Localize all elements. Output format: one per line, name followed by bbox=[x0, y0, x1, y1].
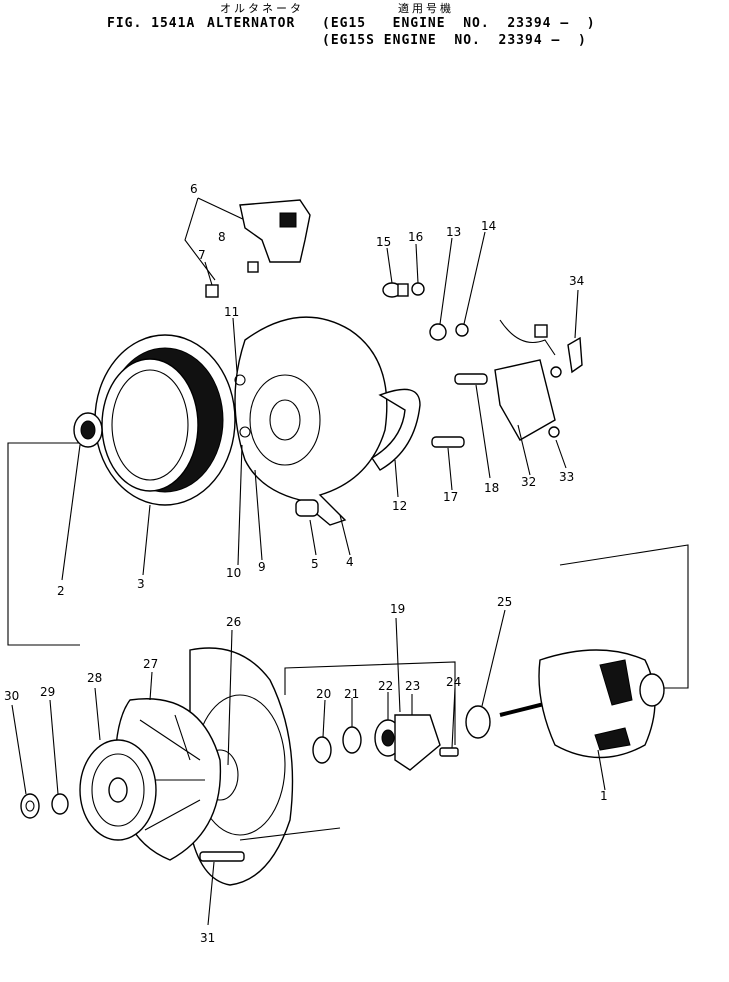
callout-label: 15 bbox=[376, 235, 391, 249]
applicability-line-1: (EG15 ENGINE NO. 23394 — ) bbox=[322, 16, 596, 31]
brush-part bbox=[205, 261, 259, 298]
callout-label: 32 bbox=[521, 475, 536, 489]
assembly-bracket-left bbox=[7, 442, 80, 646]
callout-label: 21 bbox=[344, 687, 359, 701]
bearing-group-bracket bbox=[284, 661, 456, 745]
cover-part bbox=[371, 388, 421, 471]
callout-label: 10 bbox=[226, 566, 241, 580]
rear-housing-part bbox=[234, 316, 388, 526]
callout-label: 9 bbox=[258, 560, 266, 574]
callout-label: 6 bbox=[190, 182, 198, 196]
callout-label: 16 bbox=[408, 230, 423, 244]
japanese-applicability: 適用号機 bbox=[398, 2, 454, 15]
retainer-screw-part bbox=[439, 747, 459, 757]
japanese-title: オルタネータ bbox=[220, 2, 304, 15]
pulley-nut-part bbox=[20, 793, 40, 819]
callout-label: 8 bbox=[218, 230, 226, 244]
part-name: ALTERNATOR bbox=[207, 16, 296, 31]
callout-label: 23 bbox=[405, 679, 420, 693]
callout-label: 3 bbox=[137, 577, 145, 591]
terminal-part bbox=[567, 336, 583, 374]
callout-label: 5 bbox=[311, 557, 319, 571]
collar-part bbox=[465, 705, 491, 739]
callout-label: 20 bbox=[316, 687, 331, 701]
callout-label: 1 bbox=[600, 789, 608, 803]
callout-label: 12 bbox=[392, 499, 407, 513]
callout-label: 34 bbox=[569, 274, 584, 288]
nut-part bbox=[411, 282, 562, 438]
terminal-bolt-part bbox=[382, 282, 409, 298]
rotor-part bbox=[499, 649, 665, 759]
callout-label: 31 bbox=[200, 931, 215, 945]
callout-label: 33 bbox=[559, 470, 574, 484]
callout-label: 19 bbox=[390, 602, 405, 616]
callout-label: 13 bbox=[446, 225, 461, 239]
callout-label: 11 bbox=[224, 305, 239, 319]
fig-number: FIG. 1541A bbox=[107, 16, 196, 31]
callout-label: 2 bbox=[57, 584, 65, 598]
applicability-line-2: (EG15S ENGINE NO. 23394 — ) bbox=[322, 33, 587, 48]
pulley-part bbox=[79, 739, 157, 841]
callout-label: 28 bbox=[87, 671, 102, 685]
brush-holder-part bbox=[239, 199, 311, 263]
stator-part bbox=[94, 334, 236, 506]
callout-label: 7 bbox=[198, 248, 206, 262]
callout-label: 24 bbox=[446, 675, 461, 689]
callout-label: 25 bbox=[497, 595, 512, 609]
spacer-tube-part bbox=[431, 373, 488, 448]
leader-lines bbox=[11, 231, 606, 926]
rear-bearing-part bbox=[73, 412, 103, 448]
callout-label: 22 bbox=[378, 679, 393, 693]
callout-labels: 1 2 3 4 5 6 7 8 9 10 11 12 13 14 15 16 1… bbox=[4, 182, 608, 945]
sleeve-part bbox=[295, 499, 319, 517]
regulator-part bbox=[494, 319, 556, 441]
assembly-bracket-right bbox=[559, 544, 689, 689]
spacer-ring-part bbox=[312, 726, 362, 764]
callout-label: 14 bbox=[481, 219, 496, 233]
callout-label: 18 bbox=[484, 481, 499, 495]
callout-label: 17 bbox=[443, 490, 458, 504]
front-housing-part bbox=[189, 647, 341, 886]
callout-label: 26 bbox=[226, 615, 241, 629]
callout-label: 30 bbox=[4, 689, 19, 703]
lock-washer-part bbox=[51, 793, 69, 815]
callout-label: 4 bbox=[346, 555, 354, 569]
bearing-retainer-part bbox=[394, 714, 441, 771]
callout-label: 29 bbox=[40, 685, 55, 699]
callout-label: 27 bbox=[143, 657, 158, 671]
through-bolt-part bbox=[199, 851, 245, 862]
